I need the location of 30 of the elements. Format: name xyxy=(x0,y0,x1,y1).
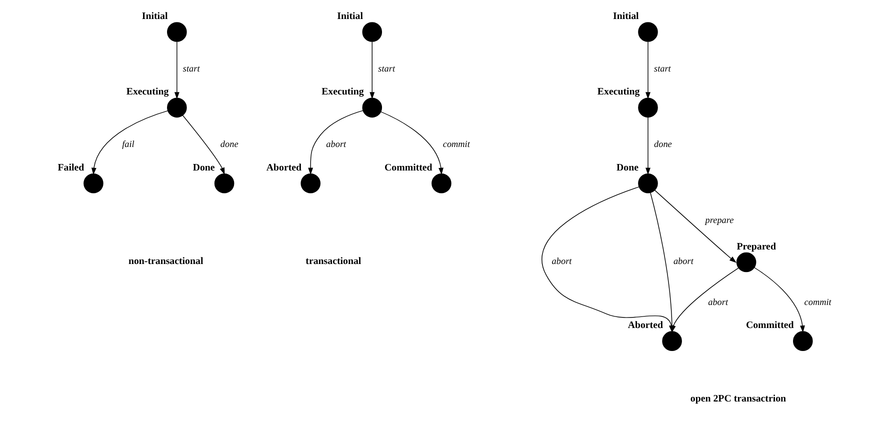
node-label: Initial xyxy=(142,10,168,22)
node-label: Aborted xyxy=(628,320,664,331)
node-label: Executing xyxy=(126,86,169,98)
label: open 2PC transactrion xyxy=(690,392,786,404)
edge-label: prepare xyxy=(705,214,734,224)
edge-label: abort xyxy=(326,138,346,149)
node-label: Committed xyxy=(746,320,794,331)
edge-label: abort xyxy=(708,296,728,306)
node-label: Prepared xyxy=(736,240,776,252)
node-label: Initial xyxy=(612,10,639,22)
edge-label: start xyxy=(182,63,200,74)
label: non-transactional xyxy=(128,256,204,267)
edge-label: fail xyxy=(122,138,134,149)
node-label: Executing xyxy=(322,86,364,98)
edge-label: done xyxy=(220,138,238,149)
edge-label: start xyxy=(654,63,671,74)
edge-label: abort xyxy=(552,255,572,266)
node-label: Failed xyxy=(58,162,84,173)
edge-label: commit xyxy=(442,138,470,149)
node-label: Done xyxy=(616,162,639,173)
node-label: Initial xyxy=(337,10,363,22)
node-label: Committed xyxy=(384,162,432,173)
edge-label: abort xyxy=(673,255,694,266)
label: transactional xyxy=(306,256,362,267)
edge-label: commit xyxy=(804,296,832,306)
node-label: Executing xyxy=(597,86,640,98)
node-label: Aborted xyxy=(266,162,302,173)
edge-label: done xyxy=(654,138,672,149)
node-label: Done xyxy=(192,162,215,173)
edge-label: start xyxy=(378,63,396,74)
